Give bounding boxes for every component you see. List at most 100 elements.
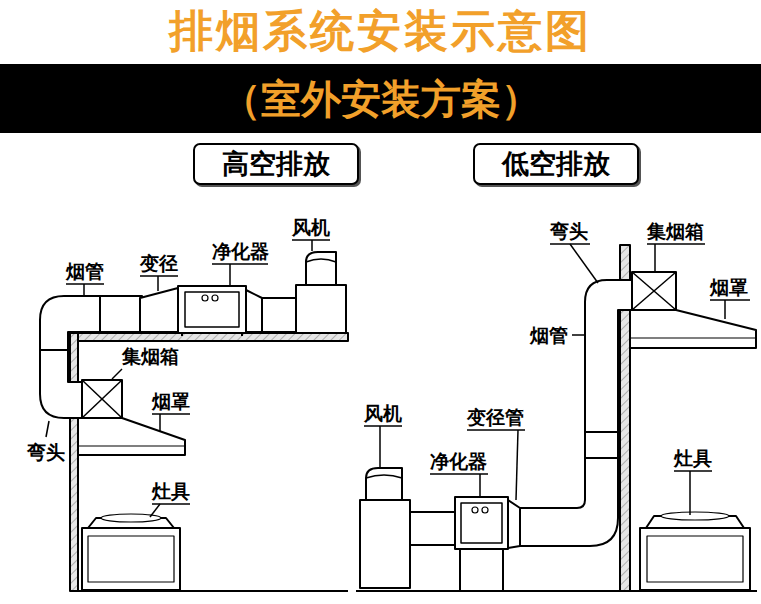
- part-label: 净化器: [210, 239, 271, 263]
- drawing-rect: [360, 500, 410, 588]
- drawing-line: [181, 333, 183, 336]
- drawing-circle: [472, 507, 478, 513]
- right-installation: [356, 244, 757, 591]
- drawing-rect: [262, 298, 296, 332]
- drawing-line: [229, 264, 231, 285]
- drawing-line: [724, 300, 726, 319]
- part-label: 集烟箱: [120, 344, 181, 368]
- drawing-line: [152, 413, 190, 415]
- drawing-circle: [482, 507, 488, 513]
- drawing-g: [364, 244, 750, 515]
- drawing-line: [630, 337, 756, 338]
- drawing-path: [246, 290, 262, 332]
- drawing-rect: [88, 536, 174, 582]
- drawing-line: [311, 240, 313, 251]
- node-text: （室外安装方案）: [221, 75, 541, 123]
- drawing-line: [159, 414, 161, 431]
- drawing-line: [46, 421, 49, 437]
- drawing-path: [306, 259, 336, 262]
- drawing-g: [46, 240, 330, 517]
- drawing-line: [112, 369, 122, 379]
- drawing-rect: [296, 285, 346, 333]
- drawing-path: [366, 475, 402, 478]
- drawing-line: [689, 471, 691, 515]
- part-label: 烟罩: [150, 389, 192, 413]
- drawing-rect: [640, 528, 750, 590]
- drawing-line: [585, 457, 618, 459]
- drawing-line: [479, 474, 481, 496]
- drawing-rect: [82, 528, 180, 590]
- section-header: 低空排放: [473, 143, 639, 185]
- part-label: 灶具: [672, 446, 714, 470]
- drawing-line: [632, 272, 676, 310]
- drawing-path: [508, 500, 520, 548]
- part-label: 风机: [362, 401, 404, 425]
- drawing-circle: [212, 295, 218, 301]
- drawing-rect: [82, 380, 122, 418]
- drawing-line: [632, 272, 676, 310]
- drawing-line: [212, 263, 268, 265]
- drawing-line: [66, 283, 104, 285]
- drawing-path: [520, 280, 632, 546]
- part-label: 烟管: [528, 323, 570, 347]
- drawing-line: [654, 244, 656, 271]
- part-label: 变径管: [465, 405, 526, 429]
- drawing-line: [570, 244, 598, 283]
- drawing-path: [78, 418, 185, 455]
- drawing-line: [82, 380, 122, 418]
- drawing-line: [292, 239, 330, 241]
- drawing-rect: [178, 286, 246, 333]
- drawing-line: [516, 430, 518, 500]
- node-text: 高空排放: [222, 147, 330, 181]
- section-header: 高空排放: [193, 143, 359, 185]
- drawing-line: [459, 549, 461, 591]
- drawing-line: [40, 349, 68, 351]
- banner-band: （室外安装方案）: [0, 64, 761, 133]
- part-label: 灶具: [150, 479, 192, 503]
- part-label: 烟管: [64, 259, 106, 283]
- drawing-line: [356, 590, 620, 592]
- drawing-ellipse: [661, 512, 729, 520]
- drawing-line: [99, 296, 101, 332]
- drawing-line: [364, 425, 402, 427]
- drawing-rect: [185, 292, 239, 327]
- drawing-path: [306, 252, 336, 285]
- drawing-line: [674, 470, 712, 472]
- drawing-line: [467, 429, 525, 431]
- drawing-line: [82, 380, 122, 418]
- drawing-path: [366, 468, 402, 500]
- part-label: 弯头: [548, 219, 590, 243]
- drawing-line: [502, 549, 504, 591]
- node-text: 低空排放: [502, 147, 610, 181]
- drawing-line: [83, 284, 85, 295]
- drawing-line: [572, 334, 584, 336]
- drawing-circle: [202, 295, 208, 301]
- part-label: 净化器: [428, 449, 489, 473]
- drawing-rect: [410, 512, 455, 545]
- drawing-path: [630, 310, 756, 348]
- drawing-line: [150, 504, 160, 517]
- drawing-rect: [70, 333, 78, 591]
- drawing-line: [140, 275, 178, 277]
- left-installation: [40, 240, 348, 591]
- drawing-rect: [455, 497, 508, 549]
- drawing-line: [78, 445, 185, 446]
- part-label: 弯头: [25, 440, 67, 464]
- part-label: 风机: [290, 215, 332, 239]
- drawing-line: [710, 299, 750, 301]
- part-label: 烟罩: [708, 275, 750, 299]
- title: 排烟系统安装示意图: [0, 2, 761, 60]
- drawing-line: [585, 431, 618, 433]
- drawing-line: [157, 276, 159, 291]
- drawing-rect: [632, 272, 676, 310]
- drawing-path: [140, 288, 178, 332]
- drawing-rect: [70, 333, 348, 341]
- drawing-line: [152, 503, 190, 505]
- drawing-line: [241, 333, 243, 336]
- drawing-rect: [647, 536, 743, 582]
- part-label: 集烟箱: [645, 219, 706, 243]
- drawing-line: [379, 426, 381, 467]
- part-label: 变径: [138, 251, 180, 275]
- drawing-rect: [461, 503, 502, 543]
